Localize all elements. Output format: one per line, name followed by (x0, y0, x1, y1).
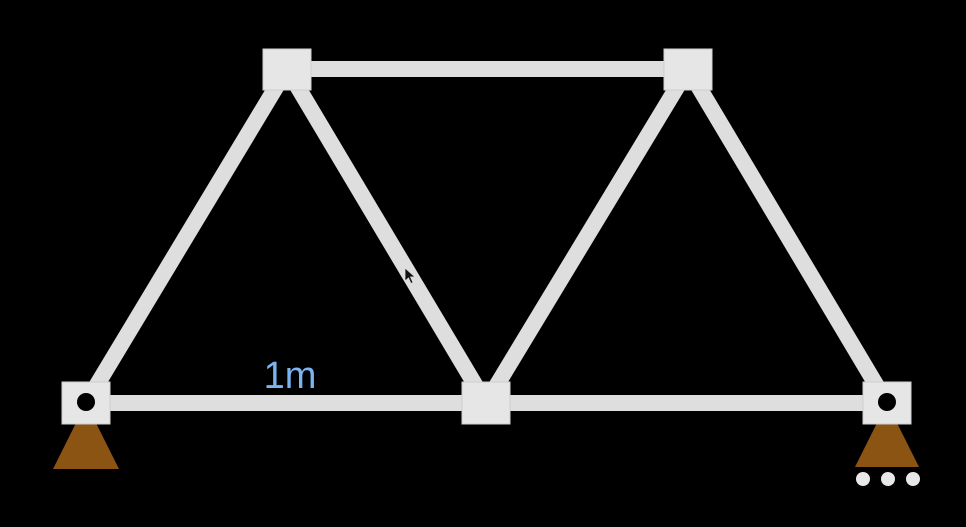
member-diagonal-4 (681, 64, 894, 408)
roller-support (855, 403, 919, 467)
roller-wheel-center (881, 472, 895, 486)
truss-members (79, 61, 894, 411)
member-diagonal-1 (79, 64, 294, 408)
pin-support (53, 403, 119, 469)
truss-joints (61, 48, 912, 425)
joint-top-right (663, 48, 713, 91)
truss-supports (53, 403, 920, 486)
member-diagonal-3 (479, 64, 695, 408)
joint-top-left (262, 48, 312, 91)
member-diagonal-2 (280, 64, 493, 408)
joint-bottom-mid (461, 381, 511, 425)
roller-wheel-left (856, 472, 870, 486)
pin-hole-right (878, 393, 896, 411)
pin-hole-left (77, 393, 95, 411)
mouse-cursor-icon (404, 267, 417, 285)
span-length-label: 1m (264, 355, 317, 397)
roller-wheel-right (906, 472, 920, 486)
